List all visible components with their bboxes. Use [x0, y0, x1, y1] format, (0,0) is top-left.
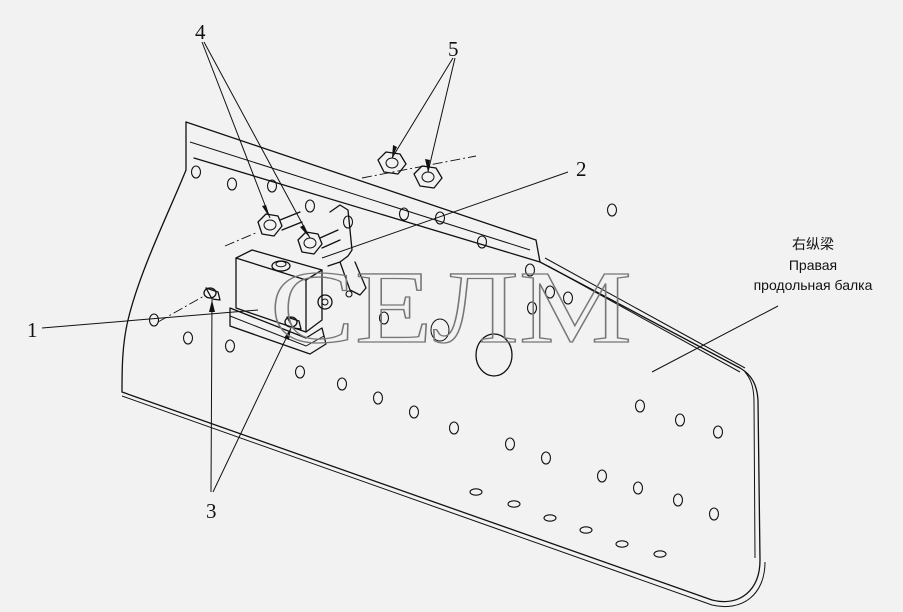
beam-hole — [672, 493, 684, 507]
unit-connector-inner — [275, 260, 287, 268]
beam-hole — [294, 365, 306, 379]
bracket-tab — [339, 261, 367, 296]
beam-hole — [372, 391, 384, 405]
beam-hole — [674, 413, 686, 427]
beam-hole — [708, 507, 720, 521]
bolt-upper — [257, 211, 303, 237]
beam-hole — [507, 500, 521, 508]
control-unit — [229, 249, 333, 355]
beam-upper-edge — [544, 257, 746, 369]
leader-5b — [427, 57, 456, 173]
beam-hole — [543, 514, 557, 522]
beam-hole — [476, 235, 488, 249]
unit-side-connector-pin — [321, 298, 329, 306]
callout-4: 4 — [195, 20, 206, 44]
beam-label-chinese: 右纵梁 — [792, 236, 834, 252]
beam-label-russian-line1: Правая — [789, 257, 837, 273]
beam-hole — [653, 550, 667, 558]
nut-axis — [361, 155, 477, 179]
beam-hole — [148, 313, 160, 327]
beam-label-russian-line2: продольная балка — [754, 277, 873, 293]
leader-3a — [210, 299, 213, 493]
bolt-axis — [224, 231, 259, 247]
beam-hole — [526, 301, 538, 315]
beam-outline — [121, 121, 761, 603]
beam-hole — [378, 311, 390, 325]
beam-end-inner — [744, 371, 756, 559]
callout-1: 1 — [27, 318, 38, 342]
round-plug — [430, 318, 513, 377]
beam-hole — [606, 203, 618, 217]
unit-base-edge — [229, 315, 325, 347]
leader-2 — [321, 171, 569, 259]
leader-5a — [391, 57, 454, 159]
beam-hole — [224, 339, 236, 353]
unit-base-plate — [229, 307, 327, 355]
beam-hole — [524, 263, 536, 277]
callout-5: 5 — [448, 37, 459, 61]
beam-holes — [148, 165, 724, 558]
top-flange-lip — [189, 141, 531, 251]
bolts — [224, 211, 341, 255]
callout-3: 3 — [206, 499, 217, 523]
beam-hole — [544, 285, 556, 299]
beam-hole — [579, 526, 593, 534]
bracket-hole — [345, 290, 353, 298]
beam-hole — [226, 177, 238, 191]
arrow-5b — [425, 159, 430, 172]
callout-2: 2 — [576, 157, 587, 181]
beam-hole — [634, 399, 646, 413]
watermark: CEЛM — [270, 250, 632, 365]
arrow-3a — [209, 300, 215, 312]
unit-side-connector — [317, 294, 333, 310]
beam-hole — [596, 469, 608, 483]
leader-3b — [212, 327, 292, 493]
beam-upper-edge-2 — [547, 265, 741, 373]
leader-1 — [41, 309, 259, 329]
arrow-3b — [284, 328, 291, 340]
beam-hole — [540, 451, 552, 465]
beam-hole — [266, 179, 278, 193]
leader-4a — [201, 41, 271, 219]
beam-hole — [504, 437, 516, 451]
arrow-4b — [300, 225, 310, 238]
beam-hole — [562, 291, 574, 305]
beam-hole — [182, 331, 194, 345]
beam-hole — [342, 215, 354, 229]
beam-hole — [304, 199, 316, 213]
arrow-5a — [392, 145, 397, 158]
beam-hole — [469, 488, 483, 496]
beam-hole — [632, 481, 644, 495]
arrow-4a — [262, 205, 270, 218]
beam-hole — [190, 165, 202, 179]
screw-right — [284, 316, 302, 330]
beam-bottom-edge — [121, 395, 766, 607]
beam-hole — [408, 405, 420, 419]
leader-beam — [651, 305, 779, 373]
beam-hole — [615, 540, 629, 548]
beam-hole — [448, 421, 460, 435]
leader-lines — [41, 41, 779, 493]
nuts — [361, 151, 477, 189]
beam-hole — [398, 207, 410, 221]
screw-left — [203, 287, 221, 301]
leader-4b — [203, 41, 311, 239]
beam-hole — [336, 377, 348, 391]
unit-front-face — [235, 257, 307, 333]
frame-rail — [121, 121, 766, 607]
top-flange — [185, 121, 541, 263]
beam-hole — [712, 425, 724, 439]
bracket — [327, 204, 367, 298]
